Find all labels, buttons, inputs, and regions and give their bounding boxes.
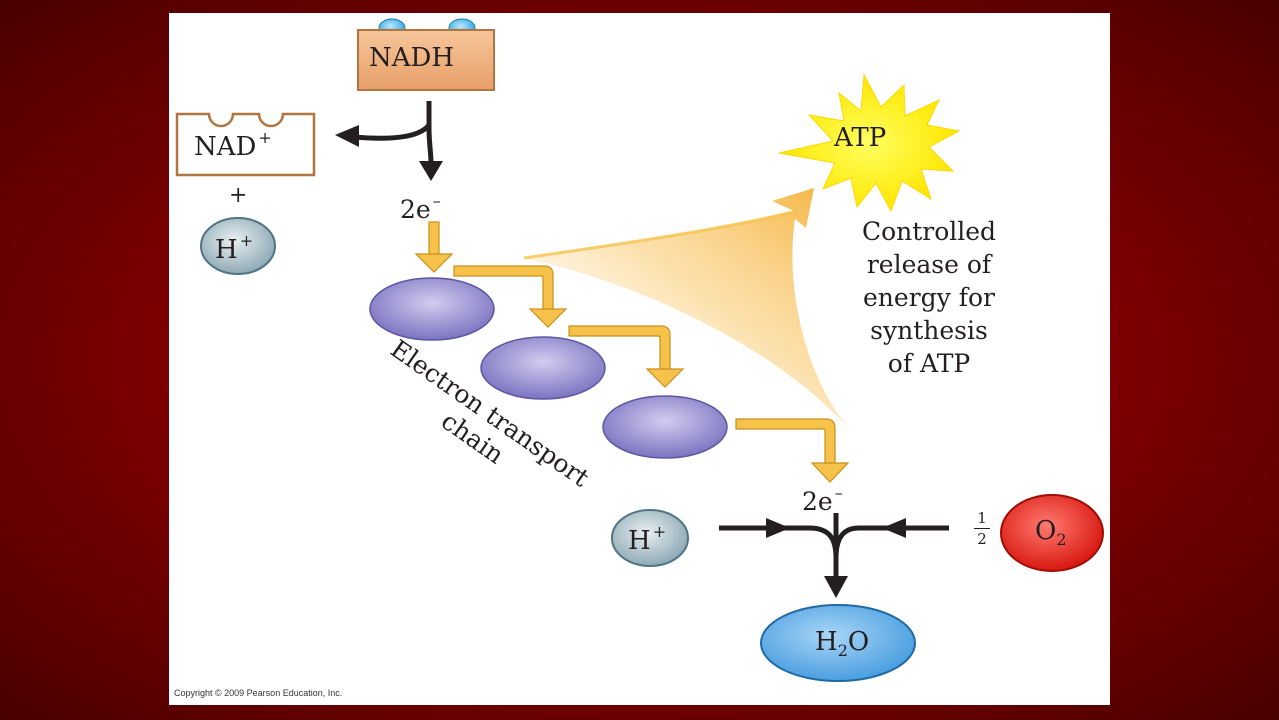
nadh-box: NADH — [357, 29, 495, 91]
nadh-label: NADH — [369, 43, 455, 73]
energy-release-fan — [524, 188, 849, 428]
nad-release-arrow — [353, 123, 431, 141]
h-ion-bottom-label: H+ — [628, 522, 666, 556]
water-h: H — [815, 627, 838, 657]
energy-release-label: Controlled release of energy for synthes… — [829, 215, 1029, 380]
electrons-top-text: 2e — [400, 195, 431, 224]
oxygen-molecule — [1000, 494, 1104, 572]
water-o: O — [847, 627, 870, 657]
oxygen-label: O2 — [1035, 516, 1067, 549]
energy-line-5: of ATP — [887, 349, 971, 378]
slide-canvas: NADH NAD+ + H+ 2e– ATP Controlled releas… — [169, 13, 1110, 705]
one-half-fraction: 1 2 — [974, 509, 990, 548]
h-ion-left-label: H+ — [215, 231, 253, 265]
water-arrowhead — [824, 576, 848, 598]
h-ion-left-charge: + — [239, 231, 254, 250]
oxygen-symbol: O — [1035, 516, 1057, 546]
oxygen-subscript: 2 — [1056, 530, 1067, 549]
diagram-graphics — [175, 18, 1104, 682]
nadh-down-arrowhead — [419, 161, 443, 181]
h-ion-merge-arrowhead — [766, 518, 790, 538]
fraction-numerator: 1 — [977, 509, 987, 527]
fraction-denominator: 2 — [977, 530, 987, 548]
h-ion-merge-arrow — [719, 525, 839, 578]
energy-line-4: synthesis — [870, 316, 988, 345]
electrons-bottom-label: 2e– — [802, 483, 843, 516]
nadh-down-arrow — [426, 101, 434, 164]
electrons-top-charge: – — [432, 191, 441, 210]
nad-release-arrowhead — [335, 125, 359, 147]
fraction-bar — [974, 528, 990, 529]
plus-sign: + — [229, 183, 248, 208]
atp-label: ATP — [834, 123, 887, 153]
carrier-3 — [602, 395, 728, 459]
h-ion-left-symbol: H — [215, 235, 238, 265]
copyright-notice: Copyright © 2009 Pearson Education, Inc. — [174, 688, 343, 698]
water-molecule — [760, 604, 916, 682]
nad-box — [175, 112, 316, 177]
electrons-top-label: 2e– — [400, 191, 441, 224]
h-ion-left — [200, 217, 276, 275]
carrier-2 — [480, 336, 606, 400]
nad-label-text: NAD — [194, 132, 257, 162]
electrons-bottom-text: 2e — [802, 487, 833, 516]
o2-merge-arrowhead — [882, 518, 906, 538]
h-ion-bottom-charge: + — [652, 522, 667, 541]
o2-merge-arrow — [833, 525, 949, 559]
water-subscript: 2 — [837, 641, 848, 660]
carrier-1 — [369, 277, 495, 341]
h-ion-bottom — [611, 509, 689, 567]
electron-path — [414, 221, 850, 483]
atp-starburst — [778, 73, 961, 213]
energy-line-3: energy for — [863, 283, 995, 312]
nad-charge: + — [258, 128, 272, 147]
water-label: H2O — [815, 627, 869, 660]
electrons-bottom-charge: – — [834, 483, 843, 502]
nad-plus-label: NAD+ — [194, 128, 272, 162]
energy-line-2: release of — [866, 250, 992, 279]
energy-arrow-top-edge — [523, 209, 798, 260]
energy-line-1: Controlled — [861, 217, 997, 246]
h-ion-bottom-symbol: H — [628, 526, 651, 556]
